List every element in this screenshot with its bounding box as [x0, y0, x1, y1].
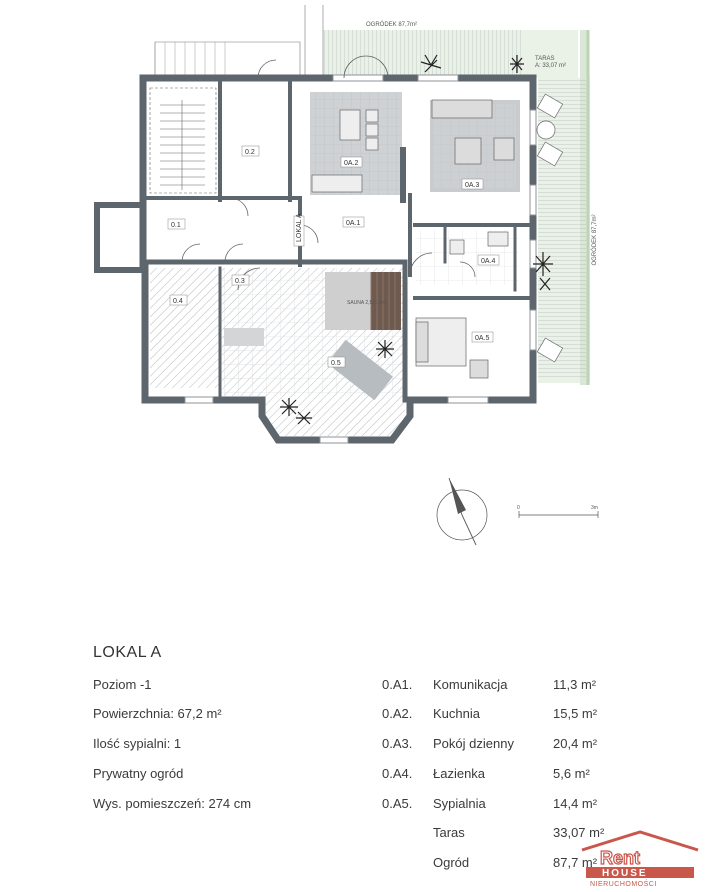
room-tag-0A.2: 0A.2: [344, 160, 359, 167]
terrace-label-line2: A: 33,07 m²: [535, 63, 566, 69]
room-code: 0.A3.: [382, 736, 413, 751]
room-tag-0.5: 0.5: [331, 360, 341, 367]
garden-right-label: OGRÓDEK 87,7m²: [591, 214, 598, 265]
plants: [280, 54, 553, 425]
windows: [184, 74, 537, 444]
staircase: [149, 87, 217, 194]
furniture: [311, 93, 564, 379]
scale-bar: 0 3m: [517, 505, 599, 518]
room-area: 20,4 m²: [553, 736, 598, 751]
roof-icon: [581, 830, 699, 852]
garden-area: [154, 5, 590, 385]
room-name: Łazienka: [433, 766, 486, 781]
scale-end-label: 3m: [591, 505, 598, 511]
rent-house-logo: Rent HOUSE NIERUCHOMOŚCI: [581, 830, 699, 888]
logo-word-rent: Rent: [600, 848, 640, 868]
garden-top-label: OGRÓDEK 87,7m²: [366, 21, 417, 28]
attribute-bedrooms: Ilość sypialni: 1: [93, 736, 182, 751]
room-tag-0A.3: 0A.3: [465, 182, 480, 189]
room-name: Sypialnia: [433, 796, 486, 811]
attribute-level: Poziom -1: [93, 677, 152, 692]
north-arrow-icon: [436, 477, 488, 546]
room-name: Pokój dzienny: [433, 736, 514, 751]
doors: [181, 55, 476, 291]
room-code: 0.A1.: [382, 677, 413, 692]
room-code: 0.A5.: [382, 796, 413, 811]
room-tag-lokal-a: LOKAL A: [296, 213, 303, 242]
room-tag-0.2: 0.2: [245, 149, 255, 156]
room-tag-0.4: 0.4: [173, 298, 183, 305]
room-area: 87,7 m²: [553, 855, 598, 870]
room-area: 11,3 m²: [553, 677, 597, 692]
room-name: Komunikacja: [433, 677, 508, 692]
room-name: Kuchnia: [433, 706, 480, 721]
room-code: 0.A2.: [382, 706, 413, 721]
room-area: 5,6 m²: [553, 766, 590, 781]
room-tags: 0.2 0A.2 0A.3 0.1 0A.1 0A.4 0.4 0.3 0.5 …: [167, 145, 500, 368]
sauna-label: SAUNA 2,5x1,4m: [347, 300, 386, 306]
room-tag-0A.5: 0A.5: [475, 335, 490, 342]
room-tag-0.3: 0.3: [235, 278, 245, 285]
logo-word-house: HOUSE: [602, 868, 648, 879]
room-area: 15,5 m²: [553, 706, 598, 721]
attribute-height: Wys. pomieszczeń: 274 cm: [93, 796, 252, 811]
room-tag-0A.1: 0A.1: [346, 220, 361, 227]
terrace-label-line1: TARAS: [535, 56, 555, 62]
floor-plan: OGRÓDEK 87,7m² TARAS A: 33,07 m² OGRÓDEK…: [94, 5, 599, 546]
attribute-area: Powierzchnia: 67,2 m²: [93, 706, 222, 721]
room-code: 0.A4.: [382, 766, 413, 781]
room-name: Ogród: [433, 855, 470, 870]
room-area: 33,07 m²: [553, 825, 605, 840]
room-tag-0A.4: 0A.4: [481, 258, 496, 265]
room-area: 14,4 m²: [553, 796, 598, 811]
room-name: Taras: [433, 825, 465, 840]
scale-start-label: 0: [517, 505, 520, 511]
attribute-garden: Prywatny ogród: [93, 766, 184, 781]
listing-title: LOKAL A: [93, 644, 162, 661]
logo-word-nieruchomosci: NIERUCHOMOŚCI: [590, 879, 657, 888]
room-tag-0.1: 0.1: [171, 222, 181, 229]
